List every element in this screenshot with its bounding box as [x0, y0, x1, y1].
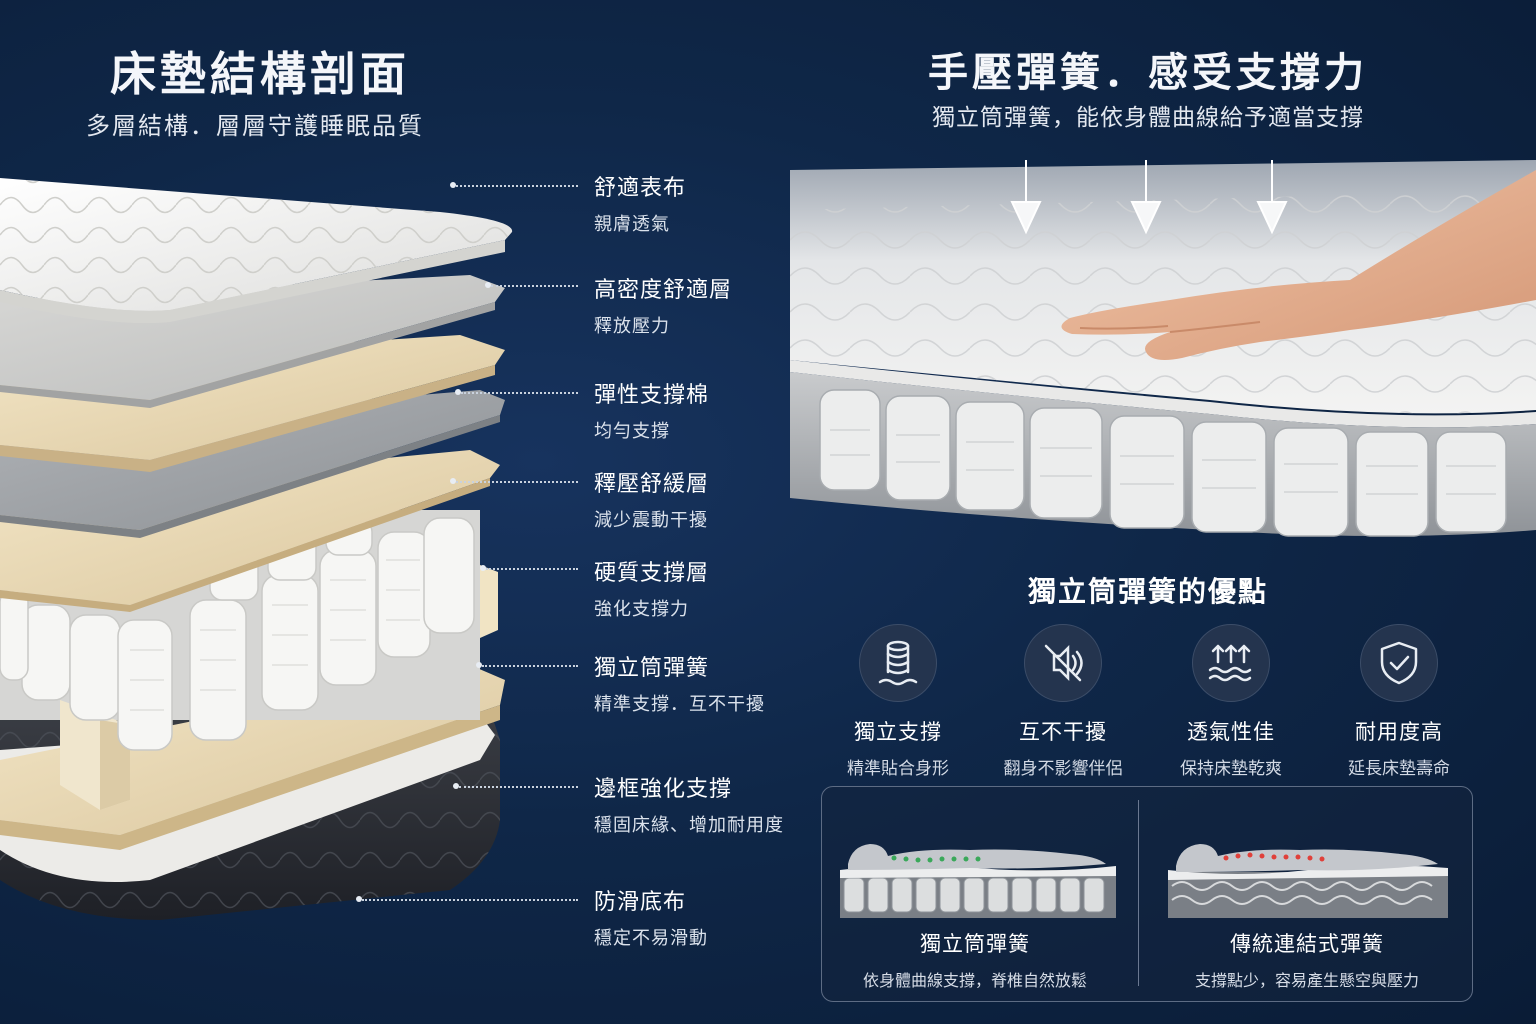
layer-label-top-cover: 舒適表布 親膚透氣 — [594, 170, 686, 236]
comparison-pocket-spring: 獨立筒彈簧 依身體曲線支撐，脊椎自然放鬆 — [815, 928, 1135, 991]
leader-dot-1 — [450, 182, 456, 188]
leader-dot-3 — [455, 389, 461, 395]
leader-dot-7 — [453, 783, 459, 789]
layer-desc: 均勻支撐 — [594, 421, 670, 442]
comparison-desc: 依身體曲線支撐，脊椎自然放鬆 — [862, 971, 1087, 990]
leader-line-3 — [461, 392, 578, 394]
advantages-title: 獨立筒彈簧的優點 — [1027, 575, 1268, 608]
advantage-desc: 延長床墊壽命 — [1348, 759, 1450, 779]
layer-label-pressure-relief: 釋壓舒緩層 減少震動干擾 — [594, 466, 709, 532]
leader-line-5 — [486, 568, 578, 570]
layer-title: 舒適表布 — [594, 176, 687, 201]
right-subtitle: 獨立筒彈簧，能依身體曲線給予適當支撐 — [932, 105, 1364, 131]
layer-desc: 減少震動干擾 — [594, 510, 708, 531]
leader-dot-6 — [476, 662, 482, 668]
comparison-traditional-spring: 傳統連結式彈簧 支撐點少，容易產生懸空與壓力 — [1147, 928, 1467, 991]
comparison-title: 獨立筒彈簧 — [920, 932, 1030, 956]
layer-title: 硬質支撐層 — [594, 561, 710, 586]
layer-label-edge-support: 邊框強化支撐 穩固床緣、增加耐用度 — [594, 771, 784, 837]
layer-label-comfort: 高密度舒適層 釋放壓力 — [594, 272, 732, 338]
leader-line-7 — [459, 786, 578, 788]
leader-line-8 — [362, 899, 578, 901]
pocket-spring-sleeper-illustration — [840, 844, 1116, 918]
layer-title: 邊框強化支撐 — [594, 777, 733, 802]
advantage-title: 互不干擾 — [1019, 720, 1107, 744]
advantage-title: 獨立支撐 — [854, 720, 942, 744]
advantage-title: 透氣性佳 — [1187, 720, 1275, 744]
leader-line-2 — [491, 285, 578, 287]
comparison-divider — [1138, 800, 1139, 986]
leader-dot-4 — [450, 478, 456, 484]
advantage-no-disturbance: 互不干擾 翻身不影響伴侶 — [978, 624, 1148, 779]
advantage-durable: 耐用度高 延長床墊壽命 — [1314, 624, 1484, 779]
no-vibration-icon — [1024, 624, 1102, 702]
right-title: 手壓彈簧．感受支撐力 — [928, 50, 1368, 96]
layer-desc: 穩固床緣、增加耐用度 — [594, 815, 784, 836]
leader-line-6 — [482, 665, 578, 667]
left-title: 床墊結構剖面 — [110, 47, 410, 101]
mattress-cross-section — [0, 178, 513, 920]
leader-line-1 — [456, 185, 578, 187]
leader-dot-5 — [480, 565, 486, 571]
leader-dot-8 — [356, 896, 362, 902]
layer-desc: 精準支撐．互不干擾 — [594, 694, 765, 715]
comparison-title: 傳統連結式彈簧 — [1230, 932, 1384, 956]
layer-title: 彈性支撐棉 — [594, 383, 710, 408]
layer-label-hard-support: 硬質支撐層 強化支撐力 — [594, 555, 709, 621]
leader-line-4 — [456, 481, 578, 483]
advantage-breathable: 透氣性佳 保持床墊乾爽 — [1146, 624, 1316, 779]
spring-stack-icon — [859, 624, 937, 702]
layer-title: 獨立筒彈簧 — [594, 656, 710, 681]
advantage-desc: 精準貼合身形 — [847, 759, 949, 779]
layer-label-pocket-springs: 獨立筒彈簧 精準支撐．互不干擾 — [594, 650, 765, 716]
layer-label-elastic: 彈性支撐棉 均勻支撐 — [594, 377, 709, 443]
layer-title: 釋壓舒緩層 — [594, 472, 710, 497]
right-header: 手壓彈簧．感受支撐力 獨立筒彈簧，能依身體曲線給予適當支撐 — [760, 0, 1536, 150]
layer-label-anti-slip: 防滑底布 穩定不易滑動 — [594, 884, 708, 950]
hand-press-mattress-image — [790, 160, 1536, 537]
layer-title: 防滑底布 — [594, 890, 687, 915]
traditional-spring-sleeper-illustration — [1168, 844, 1448, 918]
left-subtitle: 多層結構．層層守護睡眠品質 — [86, 112, 424, 140]
advantage-desc: 翻身不影響伴侶 — [1003, 759, 1123, 779]
advantage-independent-support: 獨立支撐 精準貼合身形 — [813, 624, 983, 779]
layer-desc: 親膚透氣 — [594, 214, 670, 235]
layer-desc: 穩定不易滑動 — [594, 928, 708, 949]
layer-title: 高密度舒適層 — [594, 278, 733, 303]
layer-desc: 釋放壓力 — [594, 316, 670, 337]
shield-check-icon — [1360, 624, 1438, 702]
airflow-icon — [1192, 624, 1270, 702]
advantage-title: 耐用度高 — [1355, 720, 1443, 744]
comparison-desc: 支撐點少，容易產生懸空與壓力 — [1194, 971, 1419, 990]
layer-desc: 強化支撐力 — [594, 599, 689, 620]
advantage-desc: 保持床墊乾爽 — [1180, 759, 1282, 779]
leader-dot-2 — [485, 282, 491, 288]
